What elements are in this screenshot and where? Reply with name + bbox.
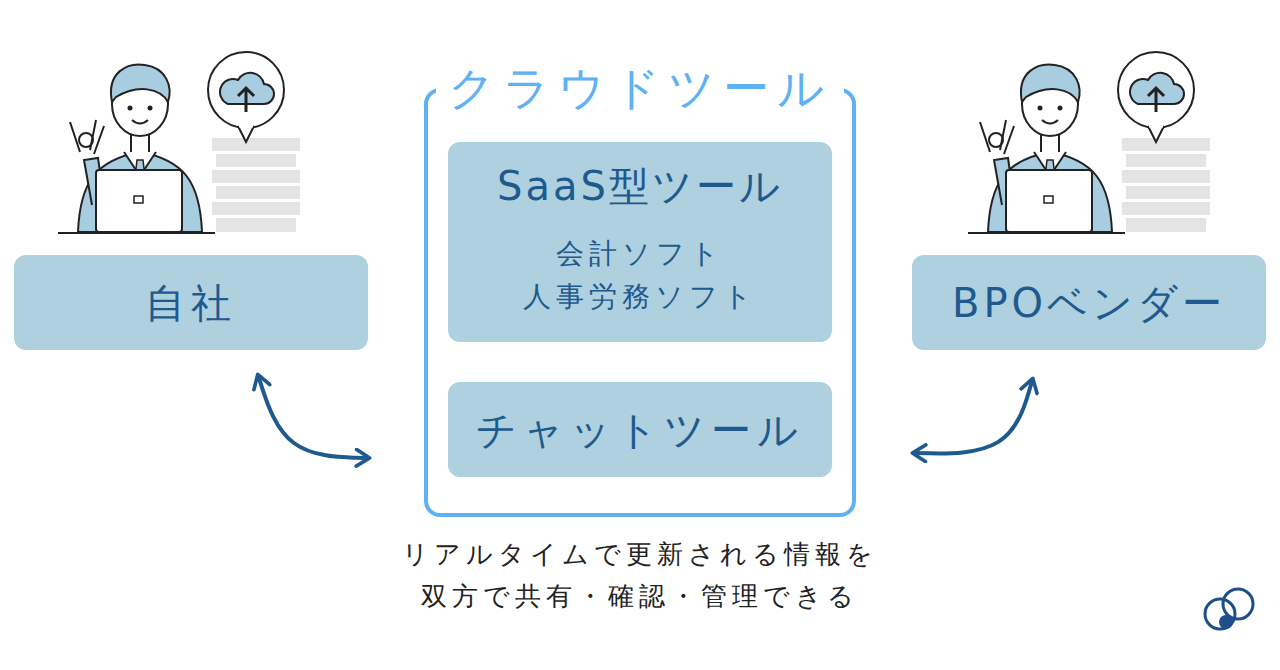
bubble-gap xyxy=(239,125,253,128)
node-heading: BPOベンダー xyxy=(952,279,1226,327)
tool-box: チャットツール xyxy=(448,382,832,477)
document-stack xyxy=(216,186,300,199)
eye xyxy=(128,106,133,111)
group-frame: クラウドツールSaaS型ツール会計ソフト 人事労務ソフトチャットツール xyxy=(424,88,856,517)
worker-illustration xyxy=(58,52,300,233)
connector-arrow xyxy=(914,380,1032,453)
upload-arrow xyxy=(238,88,254,112)
logo-ring xyxy=(1223,589,1253,619)
logo-dot xyxy=(1219,615,1233,629)
document-stack xyxy=(216,218,296,232)
laptop xyxy=(96,170,182,232)
node-heading: 自社 xyxy=(145,279,237,327)
vendor-illustration xyxy=(968,52,1210,233)
eye xyxy=(148,106,153,111)
torso xyxy=(78,152,202,232)
document-stack xyxy=(212,202,300,215)
document-stack xyxy=(212,138,300,151)
caption: リアルタイムで更新される情報を 双方で共有・確認・管理できる xyxy=(340,534,940,617)
speech-bubble xyxy=(208,52,284,128)
node-heading: チャットツール xyxy=(476,406,804,454)
connector-arrow xyxy=(258,376,368,458)
hair xyxy=(111,64,170,102)
org-box: BPOベンダー xyxy=(912,255,1266,350)
document-stack xyxy=(212,170,300,183)
smile xyxy=(132,120,148,124)
org-box: 自社 xyxy=(14,255,368,350)
document-stack xyxy=(216,154,296,167)
node-heading: SaaS型ツール xyxy=(497,162,783,210)
bubble-pointer xyxy=(238,126,254,142)
fingers xyxy=(70,120,104,154)
tool-box: SaaS型ツール会計ソフト 人事労務ソフト xyxy=(448,142,832,342)
logo-ring xyxy=(1205,599,1235,629)
node-heading: クラウドツール xyxy=(436,61,844,116)
logo-mark xyxy=(1205,589,1253,629)
laptop-logo xyxy=(134,196,143,203)
node-body: 会計ソフト 人事労務ソフト xyxy=(448,232,832,319)
